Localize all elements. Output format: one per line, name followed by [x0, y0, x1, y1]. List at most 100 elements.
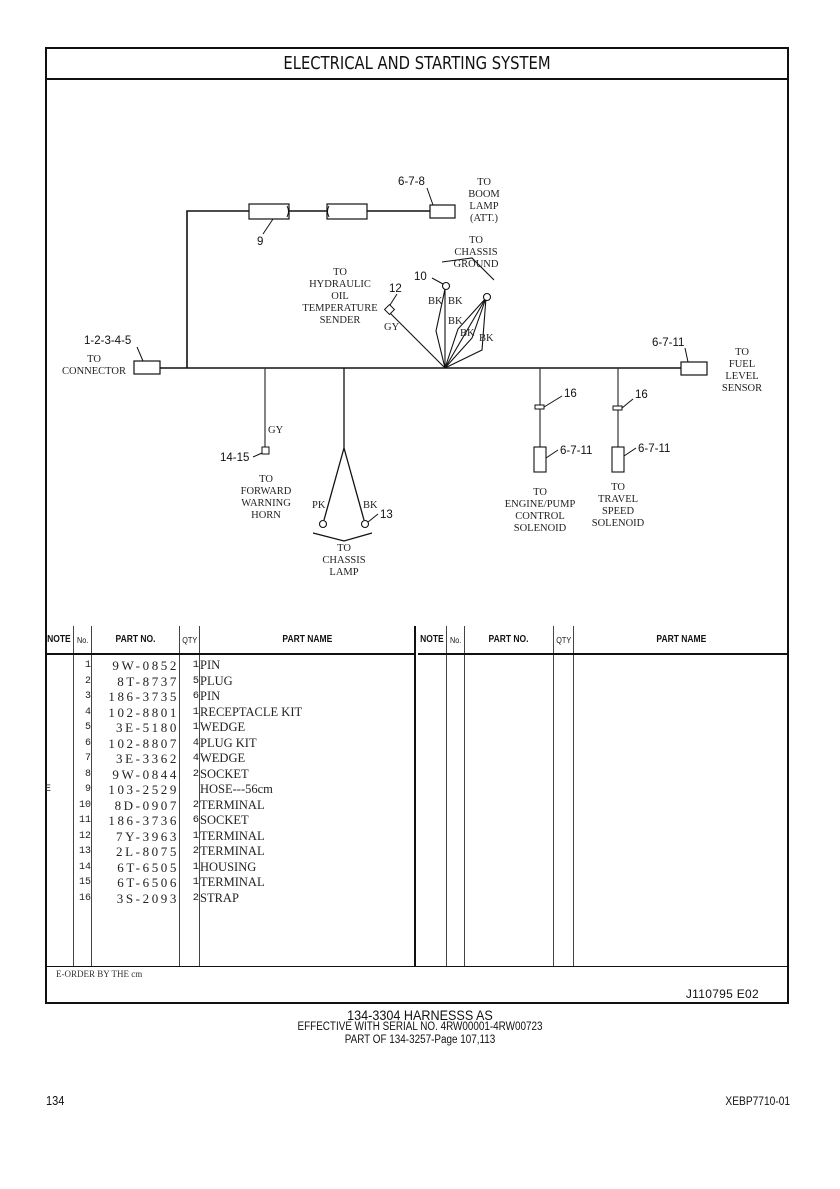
table-cell-name: SOCKET — [200, 766, 249, 781]
wire-pk: PK — [312, 500, 326, 511]
callout-1-5: 1-2-3-4-5 — [84, 335, 131, 347]
table-header-row: NOTE No. PART NO. QTY PART NAME — [45, 626, 416, 655]
table-cell-no: 6 — [84, 737, 91, 749]
table-cell-name: TERMINAL — [200, 875, 265, 889]
label-hyd-1: TO — [333, 267, 347, 278]
qty-column-right — [553, 654, 574, 966]
serial-effectivity: EFFECTIVE WITH SERIAL NO. 4RW00001-4RW00… — [297, 1021, 543, 1033]
label-travel-1: TO — [611, 482, 625, 493]
label-to-connector-2: CONNECTOR — [62, 366, 126, 377]
header-part-name-text: PART NAME — [282, 634, 332, 645]
strap-16-a — [534, 404, 545, 410]
col-header-qty-right: QTY — [553, 626, 574, 655]
table-cell-part-no: 9W-0844 — [112, 766, 179, 782]
lamp-terminal-13 — [360, 519, 370, 529]
table-cell-name: WEDGE — [200, 751, 246, 765]
document-code: XEBP7710-01 — [725, 1094, 790, 1108]
label-hyd-3: OIL — [331, 291, 349, 302]
label-fuel-3: LEVEL — [725, 371, 758, 382]
table-cell-no: 15 — [78, 877, 91, 888]
header-qty-text: QTY — [182, 634, 197, 645]
callout-13: 13 — [380, 509, 393, 521]
table-cell-note: E — [45, 784, 52, 795]
table-cell-qty: 6 — [192, 690, 199, 702]
col-header-part-name-right: PART NAME — [573, 626, 789, 655]
label-boom-4: (ATT.) — [470, 213, 499, 224]
strap-16-b — [612, 405, 623, 411]
table-cell-note — [45, 829, 73, 845]
header-no-text: No. — [76, 634, 89, 645]
table-cell-part-no: 103-2529 — [108, 782, 179, 797]
table-cell-part-no: 6T-6505 — [117, 859, 179, 875]
wire-bk-4: BK — [460, 328, 475, 339]
wire-bk-2: BK — [448, 296, 463, 307]
callout-6-7-11-travel: 6-7-11 — [638, 443, 670, 455]
table-cell-no: 3 — [84, 691, 91, 702]
table-cell-part-no: 2L-8075 — [116, 844, 179, 859]
order-note: E-ORDER BY THE cm — [56, 969, 143, 979]
label-hyd-5: SENDER — [320, 315, 361, 326]
table-cell-name: WEDGE — [200, 720, 246, 734]
table-cell-qty: 6 — [192, 814, 199, 826]
header-qty-text-right: QTY — [556, 634, 571, 645]
callout-10: 10 — [414, 271, 427, 283]
table-cell-part-no: 102-8807 — [108, 735, 179, 751]
table-cell-name: PIN — [200, 658, 221, 672]
table-cell-note — [45, 860, 73, 876]
horn-terminal — [261, 446, 270, 455]
no-column-right — [446, 654, 465, 966]
table-cell-note — [45, 844, 73, 860]
table-cell-no: 14 — [78, 861, 91, 873]
table-cell-name: SOCKET — [200, 813, 249, 827]
table-cell-no: 4 — [84, 706, 91, 718]
table-cell-qty: 1 — [192, 860, 199, 873]
header-no-text-right: No. — [449, 634, 462, 645]
part-no-column-right — [464, 654, 554, 966]
label-boom-3: LAMP — [469, 201, 498, 212]
label-horn-3: WARNING — [241, 498, 291, 509]
table-cell-name: PLUG KIT — [200, 735, 257, 750]
table-cell-note — [45, 736, 73, 752]
table-cell-no: 12 — [78, 830, 91, 842]
wire-bk-lamp: BK — [363, 500, 378, 511]
col-header-part-name: PART NAME — [199, 626, 416, 655]
header-part-no-text: PART NO. — [115, 634, 156, 645]
label-lamp-3: LAMP — [329, 567, 358, 578]
connector-engine-pump — [533, 446, 547, 473]
callout-16-a: 16 — [564, 388, 577, 400]
callout-6-7-11-engine: 6-7-11 — [560, 445, 592, 457]
ground-terminal-2 — [482, 292, 492, 302]
callout-12: 12 — [389, 283, 402, 295]
label-engine-4: SOLENOID — [514, 523, 567, 534]
header-part-name-text-right: PART NAME — [656, 634, 707, 645]
table-cell-qty: 2 — [192, 845, 199, 857]
page-number: 134 — [46, 1093, 65, 1108]
drawing-frame: ELECTRICAL AND STARTING SYSTEM — [45, 47, 789, 1004]
callout-14-15: 14-15 — [220, 452, 249, 464]
wire-bk-1: BK — [428, 296, 443, 307]
label-travel-2: TRAVEL — [598, 494, 638, 505]
page-title: ELECTRICAL AND STARTING SYSTEM — [283, 53, 551, 74]
table-cell-note — [45, 813, 73, 829]
table-cell-qty: 4 — [192, 752, 199, 764]
table-cell-part-no: 186-3736 — [108, 813, 179, 828]
assembly-title: 134-3304 HARNESSS AS — [347, 1007, 493, 1023]
parent-reference: PART OF 134-3257-Page 107,113 — [344, 1034, 496, 1046]
table-cell-qty: 2 — [192, 767, 199, 780]
label-boom-1: TO — [477, 177, 491, 188]
table-cell-note — [45, 767, 73, 783]
label-engine-3: CONTROL — [515, 511, 565, 522]
table-cell-note — [45, 891, 73, 907]
label-horn-2: FORWARD — [241, 486, 292, 497]
connector-travel-speed — [611, 446, 625, 473]
table-cell-qty — [180, 782, 199, 798]
boom-lamp-branch — [186, 210, 249, 368]
col-header-part-no: PART NO. — [91, 626, 180, 655]
table-cell-no: 9 — [84, 784, 91, 795]
table-cell-part-no: 7Y-3963 — [116, 828, 179, 844]
label-engine-2: ENGINE/PUMP — [505, 499, 576, 510]
label-lamp-1: TO — [337, 543, 351, 554]
